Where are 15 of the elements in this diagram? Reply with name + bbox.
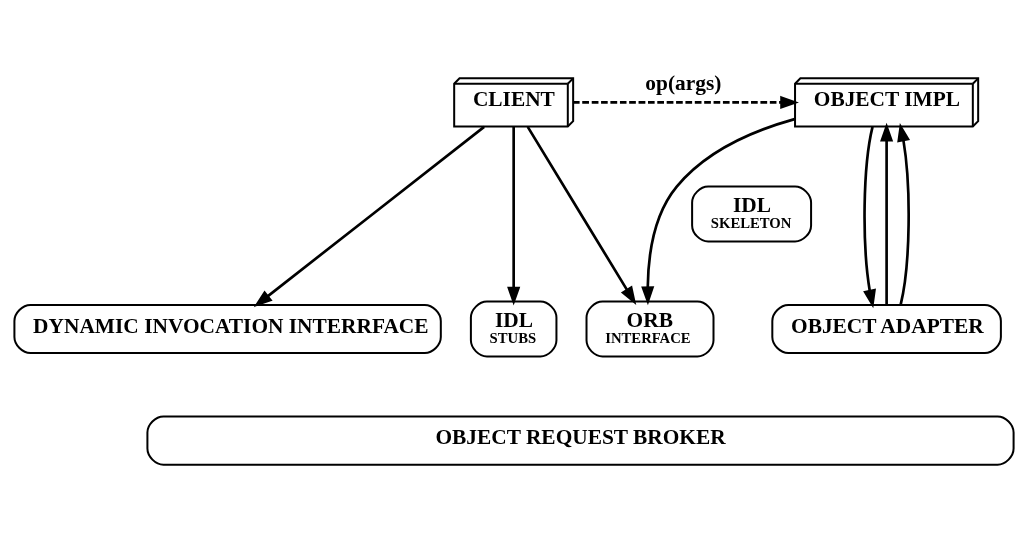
arrow xyxy=(253,125,485,307)
node-box: OBJECT ADAPTER xyxy=(771,303,1002,354)
node-box: IDL STUBS xyxy=(469,300,558,357)
node-box: ORB INTERFACE xyxy=(585,300,715,357)
node-box: DYNAMIC INVOCATION INTERRFACE xyxy=(13,303,442,354)
edge-label: op(args) xyxy=(645,70,722,95)
node-box: OBJECT REQUEST BROKER xyxy=(146,415,1015,466)
arrow xyxy=(641,117,795,305)
arrow xyxy=(526,125,637,305)
arrow xyxy=(507,126,521,306)
arrow xyxy=(863,126,876,308)
arrow xyxy=(573,95,799,109)
arrow xyxy=(880,122,894,304)
arrow xyxy=(897,122,911,305)
node-box: IDL SKELETON xyxy=(691,185,813,242)
